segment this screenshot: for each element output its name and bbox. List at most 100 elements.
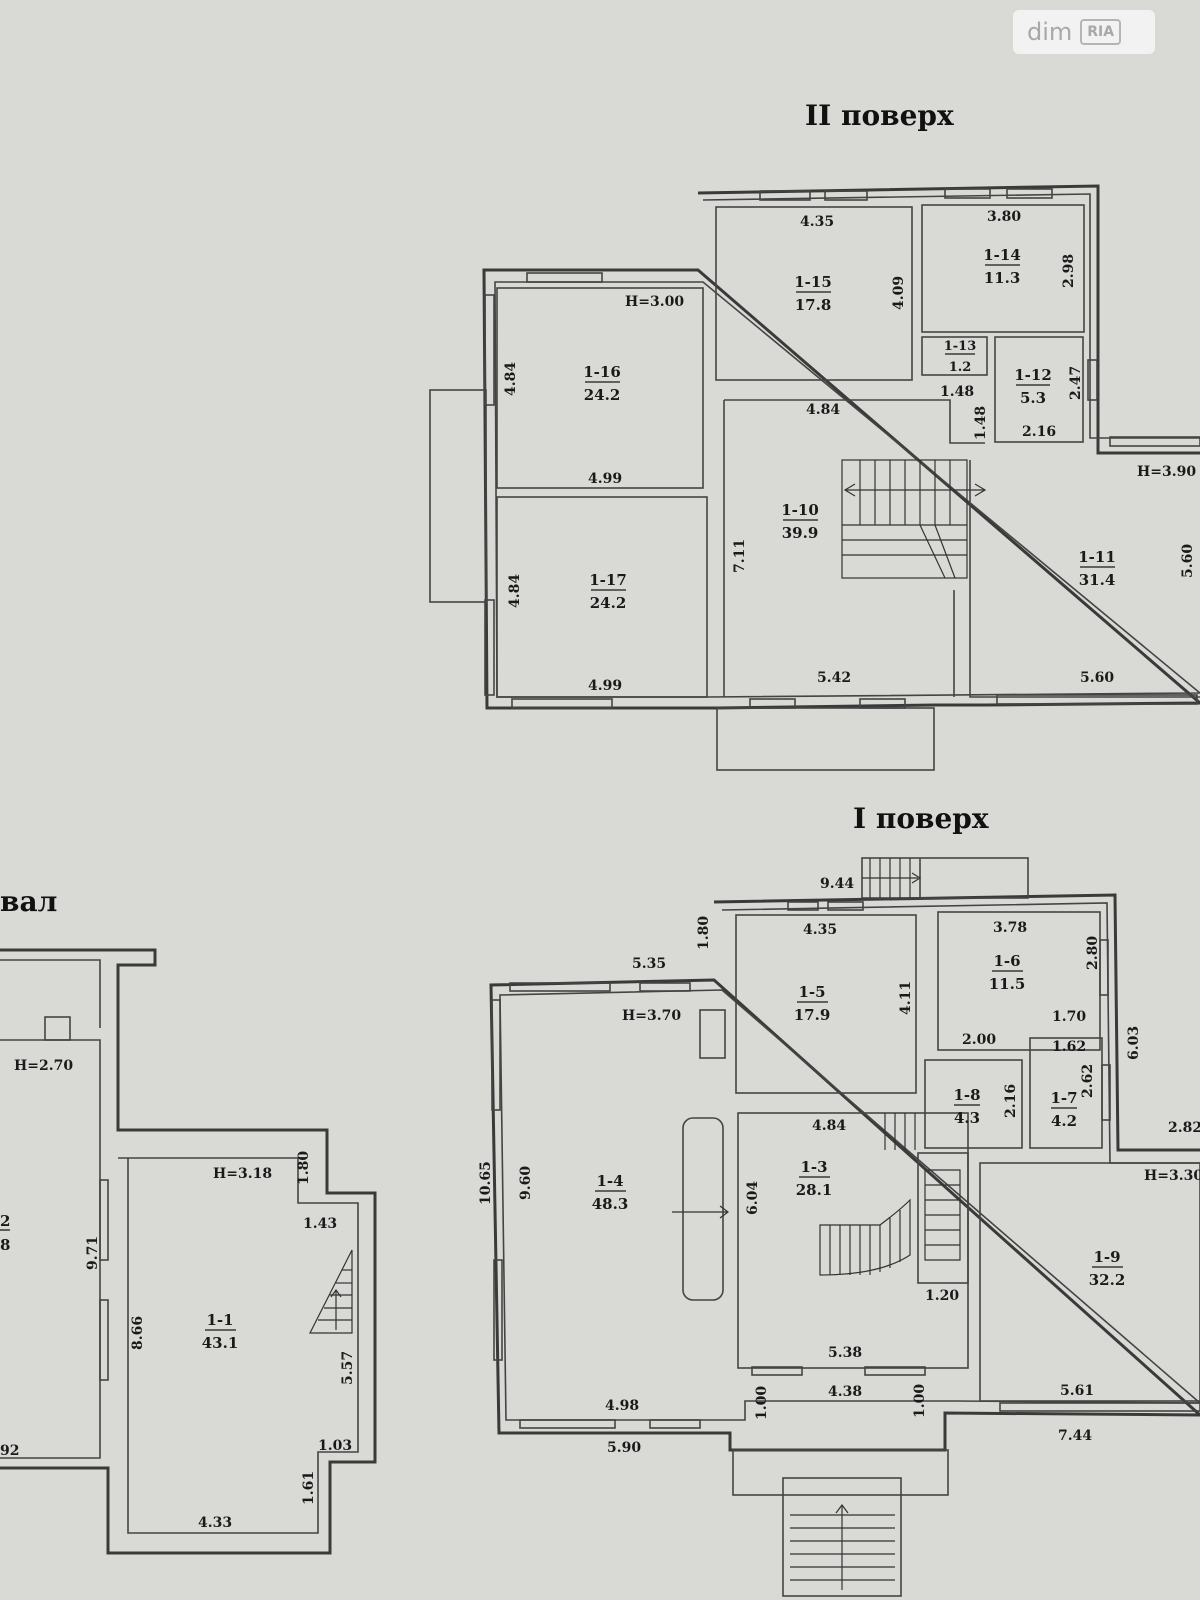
room-label-1-13-id: 1-13 [944,339,977,354]
room-label-1-11-area: 31.4 [1079,571,1116,589]
first-floor-plan: I поверх [478,802,1200,1597]
second-floor-plan: II поверх [429,99,1200,771]
room-label-1-7-area: 4.2 [1051,1112,1077,1130]
dimension-text: 9.44 [820,876,854,892]
first-floor-rear-stair [861,857,1029,899]
dimension-text: 4.35 [800,214,834,230]
basement-window [99,1179,109,1261]
dimension-text: 4.84 [806,402,840,418]
dimension-text: 1.43 [303,1216,337,1232]
dimension-text: 2.16 [1022,424,1056,440]
dimension-text: 4.84 [503,362,519,396]
dimension-text: 5.90 [607,1440,641,1456]
room-label-1-10-id: 1-10 [781,501,819,519]
room-label-1-9-area: 32.2 [1089,1271,1126,1289]
dimension-text: H=2.70 [14,1058,73,1074]
room-label-1-12-id: 1-12 [1014,366,1052,384]
dimension-text: 2.16 [1003,1084,1019,1118]
second-floor-porch-roof [716,707,935,771]
dimension-text: 9.71 [85,1236,101,1270]
dimension-text: 5.42 [817,670,851,686]
dimension-text: 6.04 [745,1181,761,1215]
dimension-text: 2.80 [1085,936,1101,970]
second-floor-windows [484,188,1200,709]
partial-room-area: 8 [0,1236,10,1254]
room-label-1-5-area: 17.9 [794,1006,831,1024]
first-floor-staircase [672,1113,961,1276]
dimension-text: 1.62 [1052,1039,1086,1055]
watermark-brand: dim [1027,18,1073,46]
room-label-1-13-area: 1.2 [949,360,972,375]
second-floor-balcony [429,389,487,603]
room-label-1-1-area: 43.1 [202,1334,239,1352]
room-label-1-8-id: 1-8 [953,1086,980,1104]
dimension-text: 1.00 [912,1384,928,1418]
second-floor-staircase [841,459,987,579]
room-label-1-12-area: 5.3 [1020,389,1046,407]
room-label-1-14-area: 11.3 [984,269,1021,287]
dimension-text: 2.82 [1168,1120,1200,1136]
room-label-1-7-id: 1-7 [1050,1089,1077,1107]
second-floor-title: II поверх [805,99,954,132]
dimension-text: 4.11 [898,981,914,1015]
dimension-text: 4.98 [605,1398,639,1414]
room-label-1-14-id: 1-14 [983,246,1021,264]
first-floor-partitions [682,911,1200,1402]
dimension-text: 92 [0,1443,19,1459]
room-label-1-5-id: 1-5 [798,983,825,1001]
dimension-text: 4.09 [891,276,907,310]
room-label-1-6-area: 11.5 [989,975,1026,993]
room-label-1-15-area: 17.8 [795,296,832,314]
room-label-1-17-id: 1-17 [589,571,627,589]
dimension-text: 1.00 [754,1386,770,1420]
basement-top-partition [0,959,101,1028]
room-label-1-9-id: 1-9 [1093,1248,1120,1266]
room-label-1-3-area: 28.1 [796,1181,833,1199]
dimension-text: 5.38 [828,1345,862,1361]
dimension-text: 1.80 [296,1151,312,1185]
dimension-text: 4.99 [588,471,622,487]
dimension-text: 5.60 [1180,544,1196,578]
dim-ria-watermark: dim RIA [1013,10,1155,54]
room-label-1-16-id: 1-16 [583,363,621,381]
dimension-text: 2.98 [1061,254,1077,288]
room-label-1-3-id: 1-3 [800,1158,827,1176]
partial-room-id: 2 [0,1212,10,1230]
basement-title: вал [0,885,57,918]
basement-window [99,1299,109,1381]
dimension-text: 1.48 [973,406,989,440]
dimension-text: 4.35 [803,922,837,938]
basement-main-room-wall [118,1157,359,1534]
dimension-text: H=3.30 [1144,1168,1200,1184]
dimension-text: 1.48 [940,384,974,400]
dimension-text: 1.20 [925,1288,959,1304]
dimension-text: 3.80 [987,209,1021,225]
room-label-1-15-id: 1-15 [794,273,832,291]
dimension-text: 1.70 [1052,1009,1086,1025]
dimension-text: H=3.00 [625,294,684,310]
dimension-text: 5.61 [1060,1383,1094,1399]
dimension-text: 4.84 [812,1118,846,1134]
dimension-text: 5.60 [1080,670,1114,686]
room-label-1-11-id: 1-11 [1078,548,1116,566]
second-floor-outer-wall [482,184,1200,710]
second-floor-partitions [496,204,1200,698]
room-label-1-8-area: 4.3 [954,1109,980,1127]
second-floor-inner-wall [494,193,1200,698]
basement-plan: вал 1-1 43.1 2 8 H=2.70 H=3.18 1.80 1.43… [0,885,377,1555]
dimension-text: 4.84 [507,574,523,608]
dimension-text: 10.65 [478,1161,494,1205]
dimension-text: H=3.18 [213,1166,272,1182]
dimension-text: 4.99 [588,678,622,694]
dimension-text: 1.03 [318,1438,352,1454]
watermark-badge: RIA [1080,19,1122,45]
basement-door [44,1016,71,1041]
room-label-1-17-area: 24.2 [590,594,627,612]
room-label-1-6-id: 1-6 [993,952,1020,970]
dimension-text: 2.47 [1068,366,1084,400]
dimension-text: H=3.90 [1137,464,1196,480]
dimension-text: H=3.70 [622,1008,681,1024]
dimension-text: 7.44 [1058,1428,1092,1444]
first-floor-inner-wall [499,902,1200,1421]
room-label-1-10-area: 39.9 [782,524,819,542]
